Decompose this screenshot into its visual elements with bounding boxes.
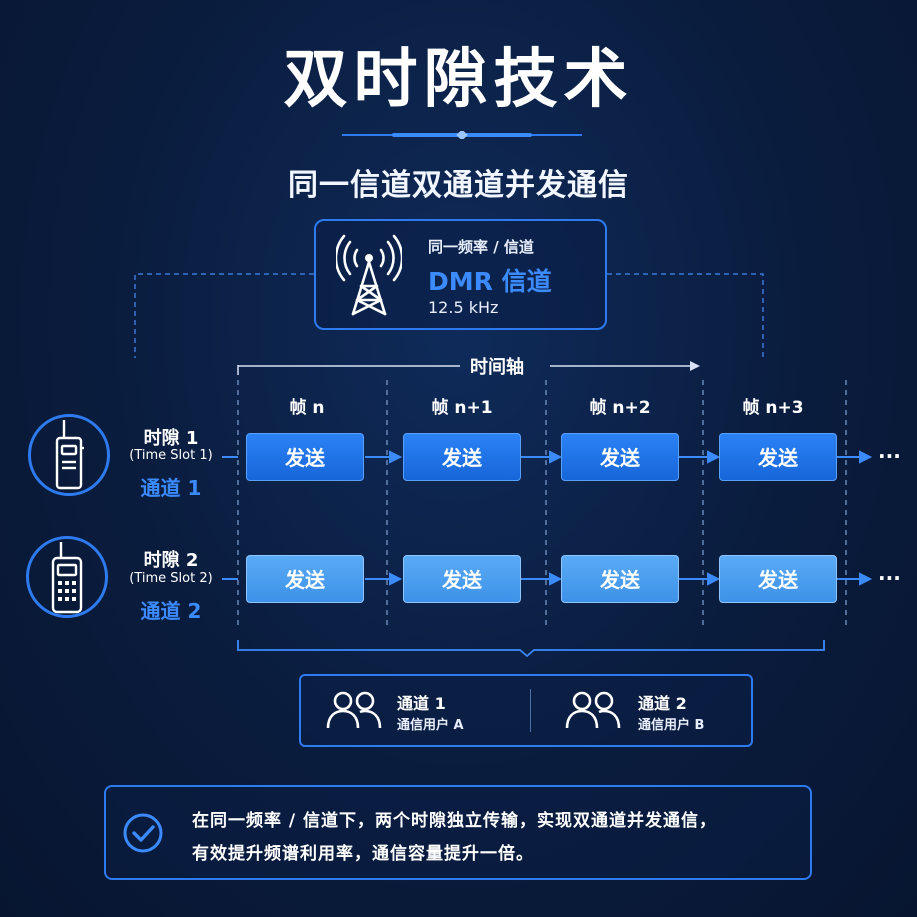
users-icon <box>565 691 621 729</box>
frame-label: 帧 n <box>289 398 325 418</box>
slot1-send-cell: 发送 <box>561 433 679 481</box>
slot1-radio-badge <box>28 414 110 496</box>
slot1-channel: 通道 1 <box>140 476 202 500</box>
slot2-continuation: ··· <box>878 566 901 590</box>
check-circle-icon <box>123 813 163 853</box>
slot2-send-cell: 发送 <box>246 555 364 603</box>
radio-tower-icon <box>336 234 402 316</box>
summary-note-box <box>104 785 812 880</box>
page-title: 双时隙技术 <box>283 43 634 117</box>
slot2-channel: 通道 2 <box>140 599 202 623</box>
slot1-send-cell: 发送 <box>403 433 521 481</box>
slot2-send-cell: 发送 <box>719 555 837 603</box>
title-underline-accent <box>392 131 532 139</box>
frame-label: 帧 n+2 <box>589 398 651 418</box>
slot1-send-cell: 发送 <box>719 433 837 481</box>
user2-label: 通信用户 B <box>638 718 705 733</box>
slot2-name: 时隙 2 <box>143 550 199 571</box>
slot1-name-en: (Time Slot 1) <box>129 448 213 463</box>
slot1-continuation: ··· <box>878 444 901 468</box>
dmr-channel-box <box>314 219 607 330</box>
frame-label: 帧 n+1 <box>431 398 493 418</box>
users-icon <box>326 691 382 729</box>
page-subtitle: 同一信道双通道并发通信 <box>288 168 629 203</box>
channel-bandwidth: 12.5 kHz <box>428 298 499 317</box>
users-divider <box>530 689 531 732</box>
slot2-send-cell: 发送 <box>561 555 679 603</box>
user1-channel: 通道 1 <box>397 694 446 713</box>
slot2-name-en: (Time Slot 2) <box>129 571 213 586</box>
frame-label: 帧 n+3 <box>742 398 804 418</box>
summary-line-1: 在同一频率 / 信道下，两个时隙独立传输，实现双通道并发通信， <box>192 811 718 831</box>
slot1-name: 时隙 1 <box>143 428 199 449</box>
channel-frequency-label: 同一频率 / 信道 <box>428 238 534 256</box>
walkie-talkie-keypad-icon <box>51 542 83 614</box>
walkie-talkie-icon <box>55 420 84 490</box>
channel-name: DMR 信道 <box>428 267 552 296</box>
summary-line-2: 有效提升频谱利用率，通信容量提升一倍。 <box>192 844 534 864</box>
users-box <box>299 674 753 747</box>
slot2-send-cell: 发送 <box>403 555 521 603</box>
slot1-send-cell: 发送 <box>246 433 364 481</box>
user1-label: 通信用户 A <box>397 718 464 733</box>
time-axis-label: 时间轴 <box>470 357 524 378</box>
user2-channel: 通道 2 <box>638 694 687 713</box>
slot2-radio-badge <box>26 536 108 618</box>
